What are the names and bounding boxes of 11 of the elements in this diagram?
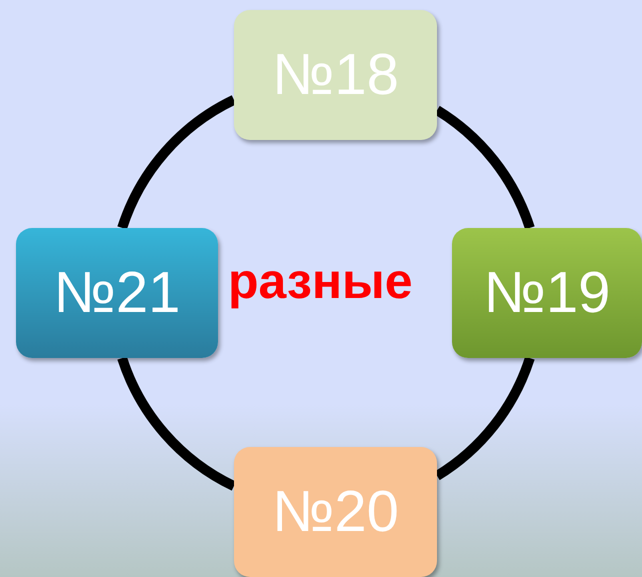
rounded-box (234, 10, 437, 140)
center-label: разные (228, 256, 413, 306)
node-label: №20 (272, 483, 399, 541)
rounded-box (16, 228, 218, 358)
node-label: №18 (272, 46, 399, 104)
node-label: №19 (484, 264, 610, 322)
arc-connector (117, 356, 236, 491)
node-label: №21 (54, 264, 180, 322)
arc-connector (117, 95, 236, 230)
rounded-box (452, 228, 642, 358)
rounded-box (234, 447, 437, 577)
